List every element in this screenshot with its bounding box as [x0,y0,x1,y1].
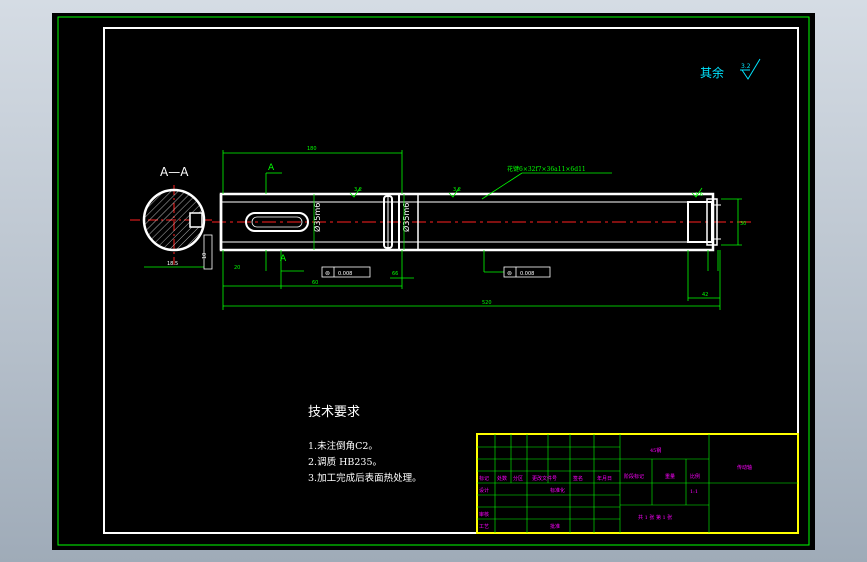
tech-item-3: 3.加工完成后表面热处理。 [308,472,422,484]
section-dim-bottom: 18.5 [167,261,178,267]
tb-stage: 阶段标记 [624,473,644,480]
dimension-texts: 180 520 60 20 66 42 30 [234,146,746,306]
section-outer-circle [142,188,206,252]
roughness-marks: 3.2 3.2 1.6 [354,187,703,198]
tb-part-name: 传动轴 [737,464,752,471]
dim-overall: 520 [482,300,492,306]
tolerance-symbol-2: ⊚ [507,270,512,277]
dim-left-length: 180 [307,146,317,152]
cad-viewport[interactable]: 其余 3.2 A—A 18.5 10 [52,13,815,550]
section-mark-top: A [268,163,275,173]
shaft-main-view: Ø35m6 Ø35m6 [212,192,755,252]
tb-scale: 1:1 [690,489,698,495]
section-mark-bottom: A [280,254,287,264]
surface-finish-note: 其余 3.2 [700,58,761,80]
tech-requirements: 技术要求 1.未注倒角C2。 2.调质 HB235。 3.加工完成后表面热处理。 [308,405,422,484]
spline-leader: 花键6×32f7×36a11×6d11 [481,165,612,200]
dim-right-end: 42 [702,292,708,298]
spline-note: 花键6×32f7×36a11×6d11 [507,165,586,173]
diameter-label-2: Ø35m6 [401,203,411,232]
section-markers: A A [265,163,287,271]
dim-right-end2: 30 [740,221,746,227]
tb-header-3: 更改文件号 [532,475,557,482]
tech-title: 技术要求 [308,405,360,420]
tolerance-frame-1: ⊚ 0.008 [321,266,371,278]
tb-sheet: 共 1 张 第 1 张 [638,514,672,521]
roughness-mark-2: 3.2 [453,187,461,193]
keyway-cut [189,212,203,228]
tech-item-1: 1.未注倒角C2。 [308,440,378,452]
dimensions [222,150,742,310]
tolerance-value-2: 0.008 [520,271,534,277]
diameter-label-1: Ø35m6 [312,203,322,232]
tb-header-0: 标记 [479,475,489,482]
right-end [687,201,713,243]
roughness-mark-3: 1.6 [695,192,703,198]
tb-role-1: 审核 [479,511,489,518]
tolerance-value-1: 0.008 [338,271,352,277]
outer-frame [57,16,810,546]
tb-weight: 重量 [665,473,675,480]
roughness-symbol [741,58,761,80]
section-view: A—A 18.5 10 [130,165,213,270]
roughness-mark-1: 3.2 [354,187,362,193]
tb-role-3: 标准化 [550,487,565,494]
surface-finish-label: 其余 [700,65,724,80]
dim-seg-c: 66 [392,271,398,277]
tolerance-frame-2: ⊚ 0.008 [483,250,551,278]
tb-role-0: 设计 [479,487,489,494]
inner-frame [103,27,799,534]
section-dim-side: 10 [202,253,208,259]
section-title: A—A [160,165,189,179]
tb-role-4: 批准 [550,523,560,530]
tb-material: 45钢 [650,447,661,454]
title-block: 标记 处数 分区 更改文件号 签名 年月日 设计 审核 工艺 标准化 批准 阶段… [476,433,799,534]
tb-header-1: 处数 [497,475,507,482]
keyway-slot [245,212,309,232]
dim-seg-b: 20 [234,265,240,271]
tech-item-2: 2.调质 HB235。 [308,456,382,468]
drawing-canvas: 其余 3.2 A—A 18.5 10 [57,16,810,546]
tb-header-2: 分区 [513,475,523,482]
tb-header-5: 年月日 [597,475,612,482]
tb-scale-label: 比例 [690,473,700,480]
tb-role-2: 工艺 [479,524,489,530]
tb-header-4: 签名 [573,475,583,482]
tolerance-symbol-1: ⊚ [325,270,330,277]
dim-seg-a: 60 [312,280,318,286]
surface-finish-value: 3.2 [741,63,751,70]
